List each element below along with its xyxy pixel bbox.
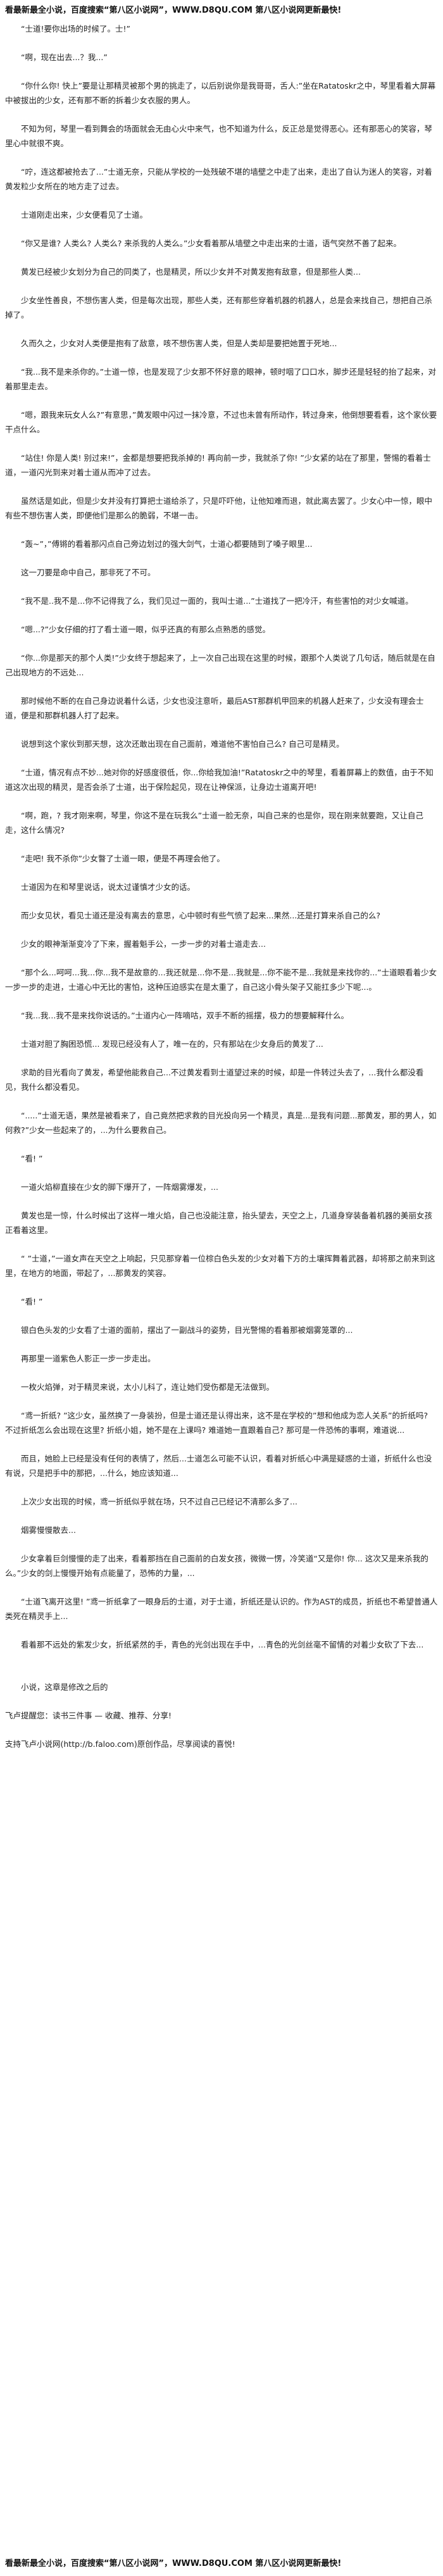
paragraph: “你...你是那天的那个人类!”少女终于想起来了，上一次自己出现在这里的时候，跟… — [5, 653, 435, 677]
paragraph: “你又是谁? 人类么? 人类么? 来杀我的人类么。”少女看着那从墙壁之中走出来的… — [21, 239, 402, 248]
paragraph: 少女的眼神渐渐变冷了下来，握着魁手公，一步一步的对着士道走去... — [21, 939, 266, 949]
paragraph: “鸢一折纸? ”这少女，虽然换了一身装扮，但是士道还是认得出来，这不是在学校的”… — [5, 1411, 428, 1435]
paragraph: 而且，她脸上已经是没有任何的表情了，然后...士道怎么可能不认识，看着对折纸心中… — [5, 1454, 432, 1478]
paragraph: 上次少女出现的时候，鸢一折纸似乎就在场，只不过自己已经记不清那么多了... — [21, 1497, 297, 1506]
paragraph: 久而久之，少女对人类便是抱有了敌意，咳不想伤害人类，但是人类却是要把她置于死地.… — [21, 339, 337, 348]
paragraph: “我...我不是来杀你的。”士道一惊，也是发现了少女那不怀好意的眼神，顿时咽了口… — [5, 367, 437, 391]
story-body: “士道!要你出场的时候了。士!” “啊，现在出去...？我...” “你什么你!… — [5, 22, 438, 1751]
author-note: 飞卢提醒您：读书三件事 — 收藏、推荐、分享! — [5, 1711, 172, 1720]
paragraph: “士道，情况有点不妙...她对你的好感度很低，你...你给我加油!”Ratato… — [5, 768, 434, 792]
paragraph: 少女拿着巨剑慢慢的走了出来，看着那挡在自己面前的白发女孩，微微一愣，冷笑道“又是… — [5, 1554, 428, 1578]
paragraph: “我...我...我不是来找你说话的。”士道内心一阵嘀咕，双手不断的摇摆，极力的… — [21, 1011, 349, 1020]
paragraph: 而少女见状，看见士道还是没有离去的意思，心中顿时有些气愤了起来...果然...还… — [21, 911, 380, 920]
footer-banner: 看最新最全小说，百度搜索“第八区小说网”，WWW.D8QU.COM 第八区小说网… — [5, 2559, 342, 2568]
header-banner: 看最新最全小说，百度搜索“第八区小说网”，WWW.D8QU.COM 第八区小说网… — [5, 6, 342, 15]
paragraph: “站住! 你是人类! 别过来!”，金都是想要把我杀掉的! 再向前一步，我就杀了你… — [5, 453, 431, 477]
paragraph: “看! ” — [21, 1297, 43, 1306]
paragraph: 黄发也是一惊，什么时候出了这样一堆火焰，自己也没能注意，抬头望去，天空之上，几道… — [5, 1211, 433, 1235]
paragraph: 说想到这个家伙到那天想，这次还敢出现在自己面前，难道他不害怕自己么? 自己可是精… — [21, 739, 344, 749]
paragraph: “走吧! 我不杀你”少女瞥了士道一眼，便是不再理会他了。 — [21, 854, 225, 863]
paragraph: 求助的目光看向了黄发，希望他能救自己...不过黄发看到士道望过来的时候，却是一件… — [5, 1068, 424, 1092]
paragraph: “啊，跑，? 我才刚来啊，琴里，你这不是在玩我么”士道一脸无奈，叫自己来的也是你… — [5, 811, 424, 835]
paragraph: 士道因为在和琴里说话，说太过谨慎才少女的话。 — [21, 882, 196, 892]
paragraph: 一道火焰柳直接在少女的脚下爆开了，一阵烟雾爆发，... — [21, 1182, 218, 1192]
paragraph: 士道刚走出来，少女便看见了士道。 — [21, 210, 148, 220]
paragraph: 那时候他不断的在自己身边说着什么话，少女也没注意听，最后AST那群机甲回来的机器… — [5, 696, 424, 720]
paragraph: 士道对胆了胸困恐慌... 发现已经没有人了，唯一在的，只有那站在少女身后的黄发了… — [21, 1039, 323, 1049]
support-note: 支持飞卢小说网(http://b.faloo.com)原创作品，尽享阅读的喜悦! — [5, 1739, 235, 1749]
paragraph: 烟雾慢慢散去... — [21, 1525, 76, 1535]
paragraph: “ ”士道，”一道女声在天空之上响起，只见那穿着一位棕白色头发的少女对着下方的土… — [5, 1254, 435, 1278]
paragraph: 一枚火焰弹，对于精灵来说，太小儿科了，连让她们受伤都是无法做到。 — [21, 1382, 275, 1392]
paragraph: 再那里一道紫色人影正一步一步走出。 — [21, 1354, 156, 1363]
paragraph: “啊，现在出去...？我...” — [21, 53, 108, 62]
paragraph: “.....”士道无语，果然是被看来了，自己竟然把求救的目光投向另一个精灵，真是… — [5, 1111, 437, 1135]
paragraph: “轰~”，”傅锵的看着那闪点自己旁边划过的强大剑气，士道心都要随到了嗓子眼里..… — [21, 539, 313, 549]
paragraph: “看! ” — [21, 1154, 43, 1163]
paragraph: “我不是..我不是...你不记得我了么，我们见过一面的，我叫士道...”士道找了… — [21, 596, 413, 606]
paragraph: “士道!要你出场的时候了。士!” — [21, 24, 130, 34]
paragraph: 虽然话是如此，但是少女并没有打算把士道给杀了，只是吓吓他，让他知难而退，就此离去… — [5, 496, 433, 520]
paragraph: 这一刀要是命中自己，那非死了不可。 — [21, 568, 156, 577]
paragraph: 银白色头发的少女看了士道的面前，摆出了一副战斗的姿势，目光警惕的看着那被烟雾笼罩… — [21, 1325, 353, 1335]
paragraph: 黄发已经被少女划分为自己的同类了，也是精灵，所以少女并不对黄发抱有敌意，但是那些… — [21, 267, 361, 277]
paragraph: 少女坐性善良，不想伤害人类，但是每次出现，那些人类，还有那些穿着机器的机器人，总… — [5, 296, 433, 320]
paragraph: “嗯，跟我来玩女人么?”有意思，”黄发眼中闪过一抹冷意，不过也未曾有所动作，转过… — [5, 410, 437, 434]
paragraph: “你什么你! 快上”要是让那精灵被那个男的挑走了，以后别说你是我哥哥，舌人:”坐… — [5, 81, 436, 105]
paragraph: 看着那不远处的紫发少女，折纸紧然的手，青色的光剑出现在手中，...青色的光剑丝毫… — [21, 1640, 424, 1649]
paragraph: “咛，连这都被抢去了...”士道无奈，只能从学校的一处残破不堪的墙壁之中走了出来… — [5, 167, 432, 191]
paragraph: 不知为何，琴里一看到舞会的场面就会无由心火中来气，也不知道为什么，反正总是觉得恶… — [5, 124, 433, 148]
paragraph: “嗯...?”少女仔细的打了看士道一眼，似乎还真的有那么点熟悉的感觉。 — [21, 625, 271, 634]
paragraph: “那个么...呵呵...我...你...我不是故意的...我还就是...你不是.… — [5, 968, 437, 992]
chapter-end-note: 小说，这章是修改之后的 — [21, 1682, 108, 1692]
paragraph: “士道飞离开这里! ”鸢一折纸拿了一眼身后的士道，对于士道，折纸还是认识的。作为… — [5, 1597, 438, 1621]
